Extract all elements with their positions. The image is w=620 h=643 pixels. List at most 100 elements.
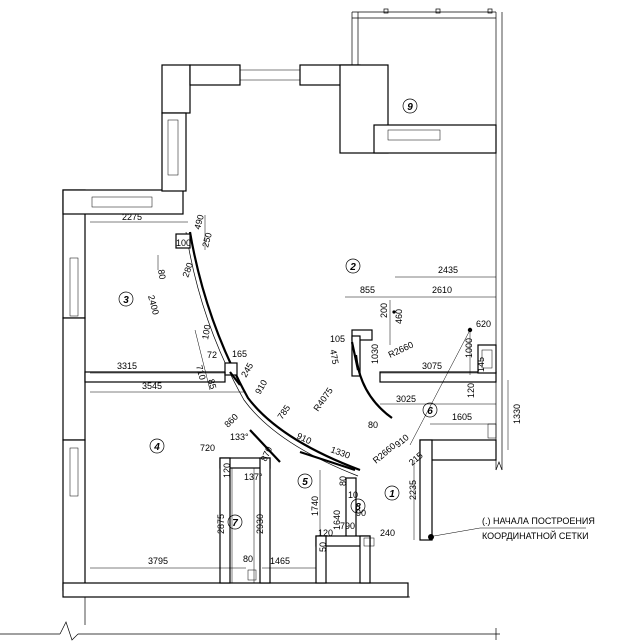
room-label-1: 1: [389, 489, 395, 500]
room-label-4: 4: [153, 442, 160, 453]
dim-105: 105: [330, 334, 345, 344]
outer-walls: [62, 8, 503, 625]
dim-90: 90: [356, 508, 366, 518]
dim-80c: 80: [338, 476, 348, 486]
dim-785: 785: [275, 403, 292, 421]
dim-475: 475: [328, 349, 340, 366]
dim-910b: 910: [295, 431, 313, 446]
grid-origin-note: (.) НАЧАЛА ПОСТРОЕНИЯ КООРДИНАТНОЙ СЕТКИ: [482, 516, 595, 541]
dim-1740: 1740: [310, 496, 320, 516]
dim-85: 85: [206, 378, 218, 390]
room-label-7: 7: [232, 518, 238, 529]
room-marker-9: [402, 98, 418, 114]
dim-165: 165: [232, 349, 247, 359]
dim-790: 790: [340, 521, 355, 531]
dim-72: 72: [207, 350, 217, 360]
dim-2275: 2275: [122, 212, 142, 222]
dim-2235: 2235: [408, 480, 418, 500]
coordinate-origin: [392, 310, 586, 540]
dim-80a: 80: [156, 269, 168, 281]
dim-120c: 120: [318, 528, 333, 538]
dim-145: 145: [476, 357, 486, 372]
dim-2400: 2400: [146, 294, 161, 316]
dim-620: 620: [476, 319, 491, 329]
room-label-8: 8: [355, 502, 361, 513]
dim-10: 10: [348, 490, 358, 500]
dim-133: 133°: [230, 432, 249, 442]
frame-bottom: [0, 621, 500, 641]
room-marker-7: [227, 514, 243, 530]
wall-top-room2-left: [161, 64, 191, 114]
note-line-1: (.) НАЧАЛА ПОСТРОЕНИЯ: [482, 516, 595, 526]
room-marker-2: [345, 258, 361, 274]
dim-3075: 3075: [422, 361, 442, 371]
wall-room8-bottom: [359, 535, 371, 584]
wall-bottom: [62, 582, 409, 598]
partition-post-top: [175, 233, 191, 249]
dim-250: 250: [200, 231, 214, 248]
wall-left-middle: [62, 317, 86, 441]
wall-room2-niche: [351, 329, 373, 341]
dimension-lines: [90, 215, 509, 583]
wall-room6-top: [379, 371, 497, 383]
room-marker-6: [422, 402, 438, 418]
dim-1605: 1605: [452, 412, 472, 422]
room-label-6: 6: [427, 406, 433, 417]
dim-2435: 2435: [438, 265, 458, 275]
dim-1030: 1030: [370, 344, 380, 364]
dim-4075: R4075: [311, 386, 334, 413]
room-marker-4: [149, 438, 165, 454]
dim-R2660a: R2660: [387, 340, 415, 360]
dim-855: 855: [360, 285, 375, 295]
wall-top-left: [62, 189, 184, 215]
room-label-3: 3: [123, 295, 129, 306]
dim-2610: 2610: [432, 285, 452, 295]
wall-left-lower: [62, 439, 86, 591]
room-label-2: 2: [349, 262, 356, 273]
dim-2875: 2875: [216, 514, 226, 534]
dim-1330a: 1330: [512, 404, 522, 424]
dim-120b: 120: [222, 463, 232, 478]
room-marker-8: [350, 498, 366, 514]
room-marker-3: [118, 291, 134, 307]
dim-460: 460: [394, 309, 404, 324]
dim-137: 137°: [244, 472, 263, 482]
dim-50: 50: [318, 542, 328, 552]
dim-80d: 80: [243, 554, 253, 564]
dim-100a: 100: [176, 238, 191, 248]
dim-870: 870: [259, 445, 274, 463]
dim-80b: 80: [368, 420, 378, 430]
room-label-9: 9: [407, 102, 413, 113]
wall-room9-base: [373, 124, 497, 154]
dim-200: 200: [379, 303, 389, 318]
wall-room7-right: [259, 457, 271, 584]
room-label-5: 5: [302, 477, 308, 488]
dim-1000: 1000: [464, 338, 474, 358]
room-marker-5: [297, 473, 313, 489]
wall-room3-room4: [84, 371, 226, 383]
room-marker-1: [384, 485, 400, 501]
dim-3545: 3545: [142, 381, 162, 391]
dim-100b: 100: [200, 324, 212, 341]
dim-3025: 3025: [396, 394, 416, 404]
dim-3795: 3795: [148, 556, 168, 566]
dim-280: 280: [180, 261, 195, 279]
wall-room2-left: [161, 112, 187, 192]
dim-245: 245: [239, 361, 255, 379]
dim-720: 720: [200, 443, 215, 453]
dim-1640: 1640: [332, 510, 342, 530]
note-line-2: КООРДИНАТНОЙ СЕТКИ: [482, 530, 589, 541]
room-markers: 1 2 3 4 5 6 7 8 9: [118, 98, 438, 530]
curved-partition: [175, 231, 393, 477]
dim-1465: 1465: [270, 556, 290, 566]
wall-top-room2: [189, 64, 241, 86]
dim-240: 240: [380, 528, 395, 538]
wall-room1-right: [419, 439, 433, 541]
wall-room5-left: [315, 535, 327, 584]
dim-860: 860: [222, 412, 240, 430]
dim-R2660b: R2660: [371, 441, 398, 466]
wall-room7-left: [219, 457, 231, 584]
dim-710: 710: [194, 364, 208, 381]
dimension-labels: 2275 490 100 250 80 280 2400 100 72 165 …: [117, 212, 522, 566]
